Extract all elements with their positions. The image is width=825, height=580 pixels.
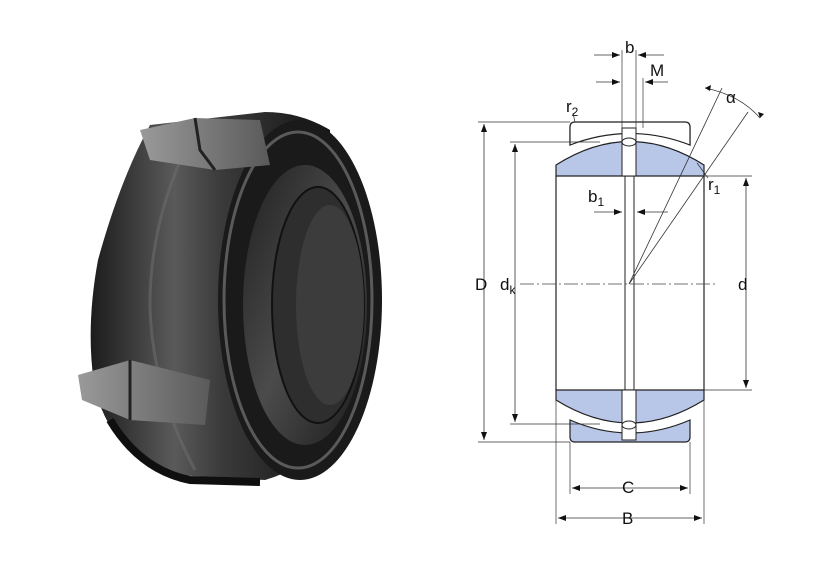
top-slot-edge	[193, 117, 217, 171]
label-b1: b1	[588, 187, 604, 209]
r2-leader	[572, 112, 576, 123]
label-C: C	[622, 478, 634, 497]
inner-ring-body	[555, 176, 705, 390]
label-B: B	[622, 509, 633, 528]
bottom-outer-shading	[106, 417, 261, 486]
label-dk: dk	[500, 275, 516, 297]
r1-leader	[696, 162, 709, 179]
lubrication-hole-bottom	[621, 389, 637, 441]
outer-ring-face-highlight	[222, 130, 374, 470]
groove-bottom	[621, 420, 637, 430]
alpha-arc	[704, 87, 761, 119]
bottom-slot	[78, 360, 210, 425]
label-alpha: α	[726, 88, 736, 107]
label-D: D	[475, 275, 487, 294]
bore-shadow	[296, 205, 364, 405]
label-M: M	[650, 61, 664, 80]
label-r2: r2	[566, 97, 579, 119]
lubrication-hole-top	[621, 127, 637, 177]
groove-top	[621, 137, 637, 147]
label-b: b	[625, 38, 634, 57]
label-r1: r1	[708, 175, 721, 197]
angle-line-2	[628, 111, 749, 285]
top-slot	[140, 118, 270, 170]
angle-line-1	[628, 87, 723, 285]
label-d: d	[738, 275, 747, 294]
